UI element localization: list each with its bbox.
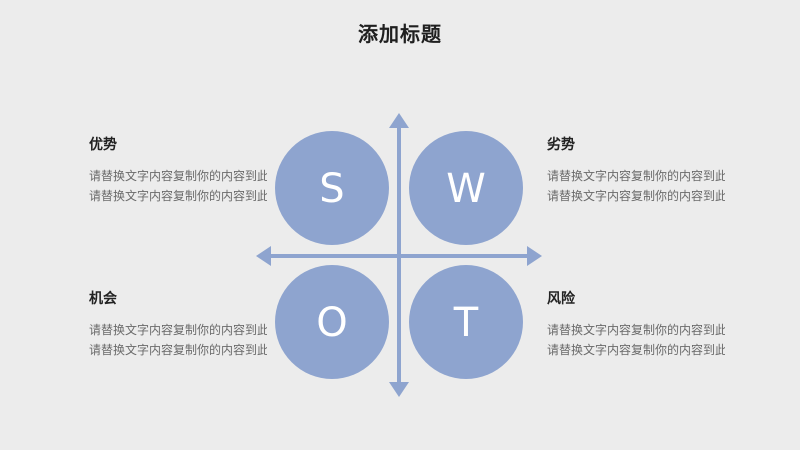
threats-heading: 风险 [547, 291, 575, 307]
strengths-text-line: 请替换文字内容复制你的内容到此 [89, 169, 267, 183]
threats-circle [409, 265, 523, 379]
strengths-circle [275, 131, 389, 245]
opportunities-text-line: 请替换文字内容复制你的内容到此 [89, 323, 267, 337]
threats-block: 风险 请替换文字内容复制你的内容到此 请替换文字内容复制你的内容到此 [547, 288, 725, 360]
weaknesses-block: 劣势 请替换文字内容复制你的内容到此 请替换文字内容复制你的内容到此 [547, 134, 725, 206]
strengths-heading: 优势 [89, 137, 117, 153]
weaknesses-circle [409, 131, 523, 245]
opportunities-letter: O [316, 300, 347, 346]
weaknesses-text-line: 请替换文字内容复制你的内容到此 [547, 189, 725, 203]
strengths-text-line: 请替换文字内容复制你的内容到此 [89, 189, 267, 203]
weaknesses-heading: 劣势 [547, 137, 575, 153]
page-title: 添加标题 [358, 22, 442, 46]
threats-text-line: 请替换文字内容复制你的内容到此 [547, 343, 725, 357]
weaknesses-letter: W [446, 166, 486, 212]
opportunities-text-line: 请替换文字内容复制你的内容到此 [89, 343, 267, 357]
threats-text-line: 请替换文字内容复制你的内容到此 [547, 323, 725, 337]
threats-letter: T [453, 300, 479, 346]
opportunities-heading: 机会 [89, 291, 117, 307]
strengths-letter: S [319, 166, 344, 212]
opportunities-block: 机会 请替换文字内容复制你的内容到此 请替换文字内容复制你的内容到此 [89, 288, 267, 360]
opportunities-circle [275, 265, 389, 379]
strengths-block: 优势 请替换文字内容复制你的内容到此 请替换文字内容复制你的内容到此 [89, 134, 267, 206]
weaknesses-text-line: 请替换文字内容复制你的内容到此 [547, 169, 725, 183]
horizontal-axis-arrow [256, 246, 542, 266]
